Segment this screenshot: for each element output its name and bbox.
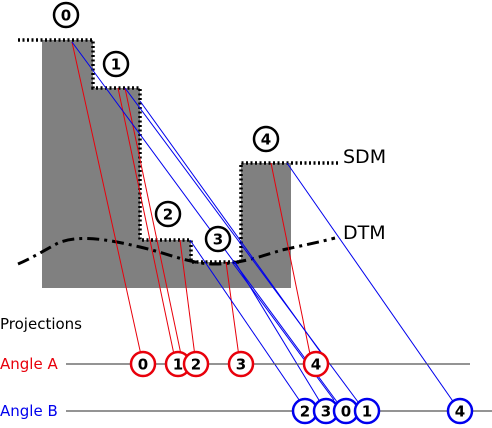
surface-point-3-label: 3: [213, 231, 223, 249]
angle-a-mark-1-label: 1: [173, 356, 183, 374]
surface-point-2-label: 2: [163, 206, 173, 224]
ray-a-2: [179, 239, 197, 365]
angle-b-rays: [71, 41, 460, 411]
angle-a-mark-2-label: 2: [191, 356, 201, 374]
ray-a-1b: [124, 87, 184, 365]
angle-b-mark-2-label: 2: [300, 403, 310, 421]
angle-a-mark-4: 4: [302, 350, 330, 378]
surface-point-1-label: 1: [111, 56, 121, 74]
ray-a-0: [71, 41, 144, 365]
ray-b-0: [71, 41, 344, 411]
angle-a-mark-2: 2: [182, 350, 210, 378]
sdm-label: SDM: [343, 146, 386, 168]
dtm-label: DTM: [343, 222, 386, 244]
ray-b-2b: [139, 100, 330, 365]
angle-a-mark-3-label: 3: [236, 356, 246, 374]
angle-b-mark-3-label: 3: [321, 403, 331, 421]
surface-point-0-label: 0: [61, 7, 71, 25]
surface-point-0: 0: [52, 1, 80, 29]
surface-point-4-label: 4: [261, 131, 271, 149]
surface-point-3: 3: [204, 225, 232, 253]
sdm-line: [18, 38, 338, 264]
ray-b-4: [286, 162, 460, 411]
angle-b-label: Angle B: [0, 402, 58, 420]
ray-a-1a: [117, 87, 177, 365]
surface-point-2: 2: [154, 200, 182, 228]
angle-b-mark-4-label: 4: [455, 403, 465, 421]
angle-a-mark-0-label: 0: [138, 356, 148, 374]
surface-point-1: 1: [102, 50, 130, 78]
angle-b-mark-1: 1: [353, 397, 381, 425]
angle-b-mark-1-label: 1: [362, 403, 372, 421]
angle-b-mark-4: 4: [446, 397, 474, 425]
angle-a-label: Angle A: [0, 355, 58, 373]
angle-a-mark-0: 0: [129, 350, 157, 378]
angle-a-mark-3: 3: [227, 350, 255, 378]
projections-label: Projections: [0, 315, 82, 333]
ray-a-3: [225, 261, 241, 365]
angle-b-mark-0-label: 0: [341, 403, 351, 421]
surface-point-4: 4: [252, 125, 280, 153]
ray-b-2a: [189, 239, 307, 411]
surface-block: [42, 40, 291, 288]
angle-a-mark-4-label: 4: [311, 356, 321, 374]
angle-b-mark-2: 2: [291, 397, 319, 425]
angle-a-rays: [71, 41, 313, 365]
